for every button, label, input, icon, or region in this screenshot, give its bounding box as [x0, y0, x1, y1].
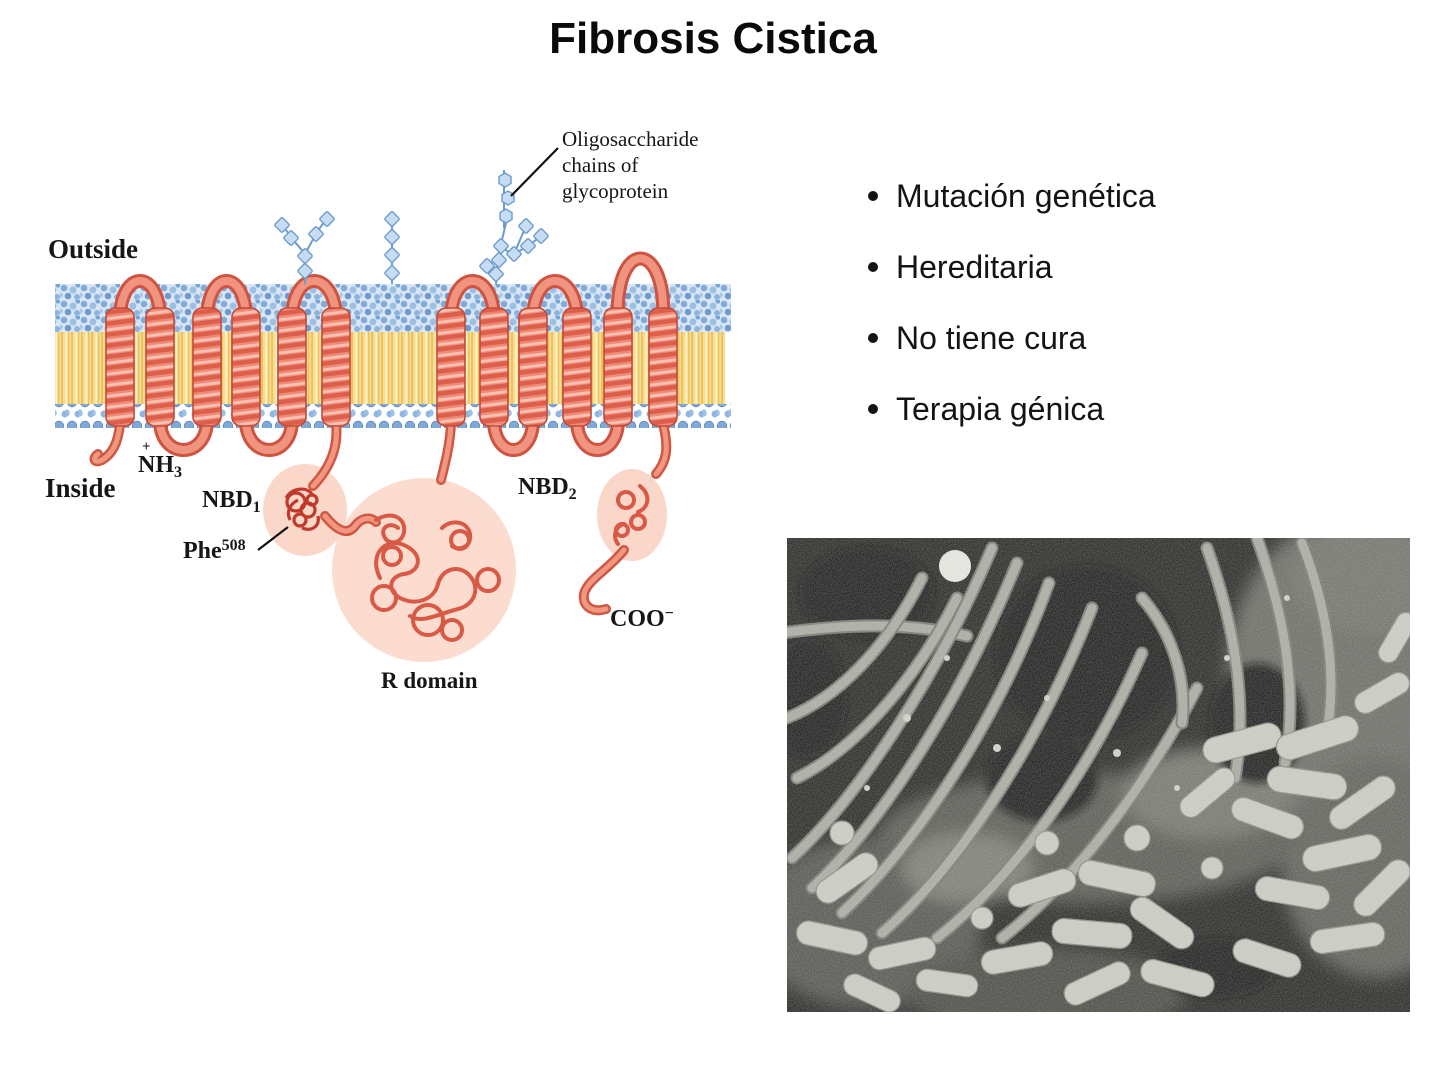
- r-domain-label: R domain: [381, 668, 478, 693]
- phe508-label: Phe508: [183, 537, 246, 564]
- nbd1-domain-blob: [263, 464, 347, 556]
- film-grain-overlay: [787, 538, 1410, 1012]
- nbd1-label: NBD1: [202, 487, 261, 516]
- oligosaccharide-chains: [273, 170, 550, 285]
- bullet-list: Mutación genética Hereditaria No tiene c…: [858, 176, 1156, 460]
- transmembrane-helices: [105, 307, 678, 427]
- oligosaccharide-pointer-line: [510, 147, 559, 197]
- list-item: No tiene cura: [858, 318, 1156, 358]
- oligosaccharide-label: Oligosaccharide chains of glycoprotein: [562, 127, 699, 203]
- page-title: Fibrosis Cistica: [549, 14, 877, 63]
- list-item: Terapia génica: [858, 389, 1156, 429]
- cytoplasmic-loops: [89, 413, 672, 616]
- outside-label: Outside: [48, 234, 139, 264]
- extracellular-loops: [113, 251, 671, 327]
- electron-micrograph-image: [787, 538, 1410, 1012]
- list-item: Mutación genética: [858, 176, 1156, 216]
- phe508-pointer-line: [257, 526, 289, 551]
- nbd2-label: NBD2: [518, 474, 577, 503]
- inside-label: Inside: [45, 473, 116, 503]
- cftr-membrane-art: [55, 147, 731, 662]
- r-domain-coils: [370, 513, 501, 642]
- nbd2-domain-blob: [597, 469, 667, 561]
- coo-label: COO−: [610, 605, 674, 632]
- list-item: Hereditaria: [858, 247, 1156, 287]
- nbd2-coils: [613, 484, 650, 546]
- nh3-label: +NH3: [138, 439, 183, 481]
- nbd1-coils: [284, 487, 320, 531]
